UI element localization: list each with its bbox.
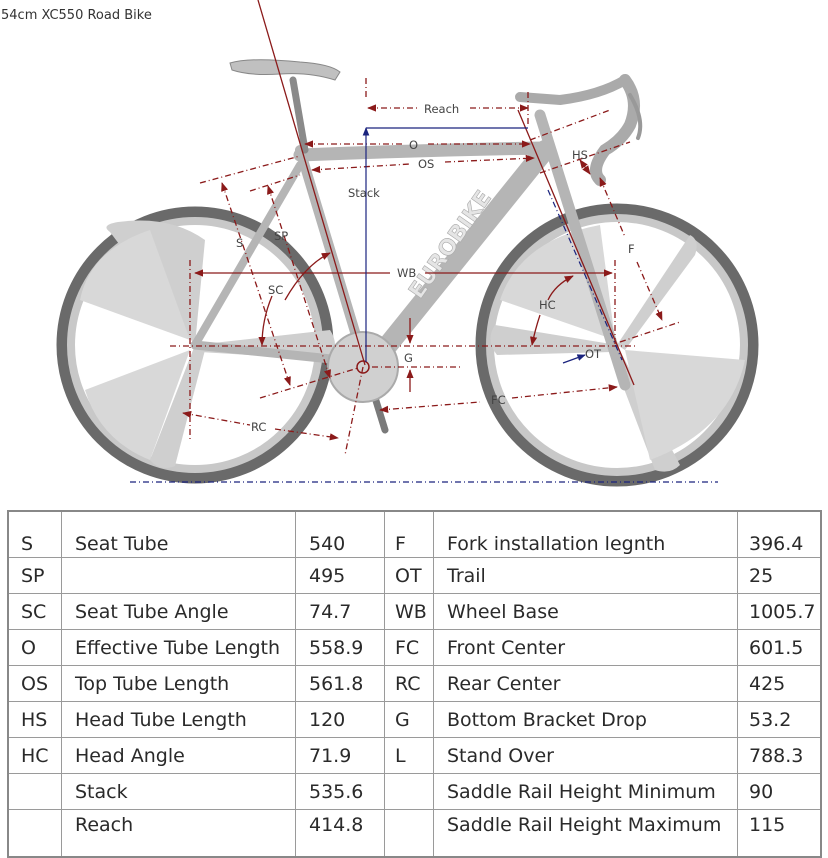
label-reach: Reach <box>424 102 459 116</box>
code-cell: O <box>7 629 62 666</box>
value-cell: 53.2 <box>737 701 822 738</box>
table-row: SP 495 OT Trail 25 <box>7 557 822 594</box>
name-cell: Front Center <box>433 629 738 666</box>
code-cell: HS <box>7 701 62 738</box>
name-cell: Reach <box>61 809 296 858</box>
code-cell: F <box>384 510 434 558</box>
table-row: Stack 535.6 Saddle Rail Height Minimum 9… <box>7 773 822 810</box>
name-cell: Wheel Base <box>433 593 738 630</box>
code-cell: RC <box>384 665 434 702</box>
code-cell: SC <box>7 593 62 630</box>
value-cell: 1005.7 <box>737 593 822 630</box>
value-cell: 25 <box>737 557 822 594</box>
code-cell: HC <box>7 737 62 774</box>
label-hs: HS <box>572 148 588 162</box>
page-title: 54cm XC550 Road Bike <box>1 8 152 23</box>
label-hc: HC <box>539 298 556 312</box>
geometry-table: S Seat Tube 540 F Fork installation legn… <box>7 510 822 858</box>
name-cell: Head Angle <box>61 737 296 774</box>
value-cell: 535.6 <box>295 773 385 810</box>
name-cell <box>61 557 296 594</box>
table-row: OS Top Tube Length 561.8 RC Rear Center … <box>7 665 822 702</box>
code-cell: G <box>384 701 434 738</box>
table-row: HS Head Tube Length 120 G Bottom Bracket… <box>7 701 822 738</box>
value-cell: 115 <box>737 809 822 858</box>
code-cell: SP <box>7 557 62 594</box>
code-cell: OT <box>384 557 434 594</box>
value-cell: 601.5 <box>737 629 822 666</box>
value-cell: 396.4 <box>737 510 822 558</box>
name-cell: Bottom Bracket Drop <box>433 701 738 738</box>
name-cell: Trail <box>433 557 738 594</box>
table-row: HC Head Angle 71.9 L Stand Over 788.3 <box>7 737 822 774</box>
value-cell: 90 <box>737 773 822 810</box>
name-cell: Fork installation legnth <box>433 510 738 558</box>
value-cell: 495 <box>295 557 385 594</box>
label-sp: SP <box>274 229 288 243</box>
code-cell <box>7 773 62 810</box>
value-cell: 558.9 <box>295 629 385 666</box>
stack-axis <box>362 127 623 364</box>
code-cell: FC <box>384 629 434 666</box>
name-cell: Stand Over <box>433 737 738 774</box>
value-cell: 425 <box>737 665 822 702</box>
table-row: Reach 414.8 Saddle Rail Height Maximum 1… <box>7 809 822 858</box>
saddle <box>229 59 341 81</box>
value-cell: 561.8 <box>295 665 385 702</box>
code-cell: S <box>7 510 62 558</box>
label-g: G <box>404 351 413 365</box>
handlebar <box>515 74 643 186</box>
dimension-lines <box>170 0 681 456</box>
brand-text: EUROBIKE <box>404 186 497 303</box>
table-row: O Effective Tube Length 558.9 FC Front C… <box>7 629 822 666</box>
table-row: S Seat Tube 540 F Fork installation legn… <box>7 510 822 558</box>
code-cell <box>7 809 62 858</box>
code-cell: L <box>384 737 434 774</box>
bike-geometry-diagram: EUROBIKE <box>56 0 759 487</box>
label-fc: FC <box>491 393 506 407</box>
label-sc: SC <box>268 283 283 297</box>
label-f: F <box>628 242 635 256</box>
label-o: O <box>409 138 418 152</box>
name-cell: Effective Tube Length <box>61 629 296 666</box>
label-s: S <box>236 236 243 250</box>
label-os: OS <box>418 157 434 171</box>
code-cell <box>384 809 434 858</box>
table-row: SC Seat Tube Angle 74.7 WB Wheel Base 10… <box>7 593 822 630</box>
value-cell: 414.8 <box>295 809 385 858</box>
name-cell: Seat Tube <box>61 510 296 558</box>
label-wb: WB <box>397 266 416 280</box>
name-cell: Stack <box>61 773 296 810</box>
code-cell: WB <box>384 593 434 630</box>
name-cell: Rear Center <box>433 665 738 702</box>
value-cell: 788.3 <box>737 737 822 774</box>
label-stack: Stack <box>348 186 380 200</box>
code-cell <box>384 773 434 810</box>
name-cell: Seat Tube Angle <box>61 593 296 630</box>
value-cell: 120 <box>295 701 385 738</box>
label-ot: OT <box>585 347 602 361</box>
label-rc: RC <box>251 420 266 434</box>
name-cell: Head Tube Length <box>61 701 296 738</box>
value-cell: 71.9 <box>295 737 385 774</box>
value-cell: 74.7 <box>295 593 385 630</box>
name-cell: Saddle Rail Height Maximum <box>433 809 738 858</box>
value-cell: 540 <box>295 510 385 558</box>
code-cell: OS <box>7 665 62 702</box>
name-cell: Saddle Rail Height Minimum <box>433 773 738 810</box>
name-cell: Top Tube Length <box>61 665 296 702</box>
